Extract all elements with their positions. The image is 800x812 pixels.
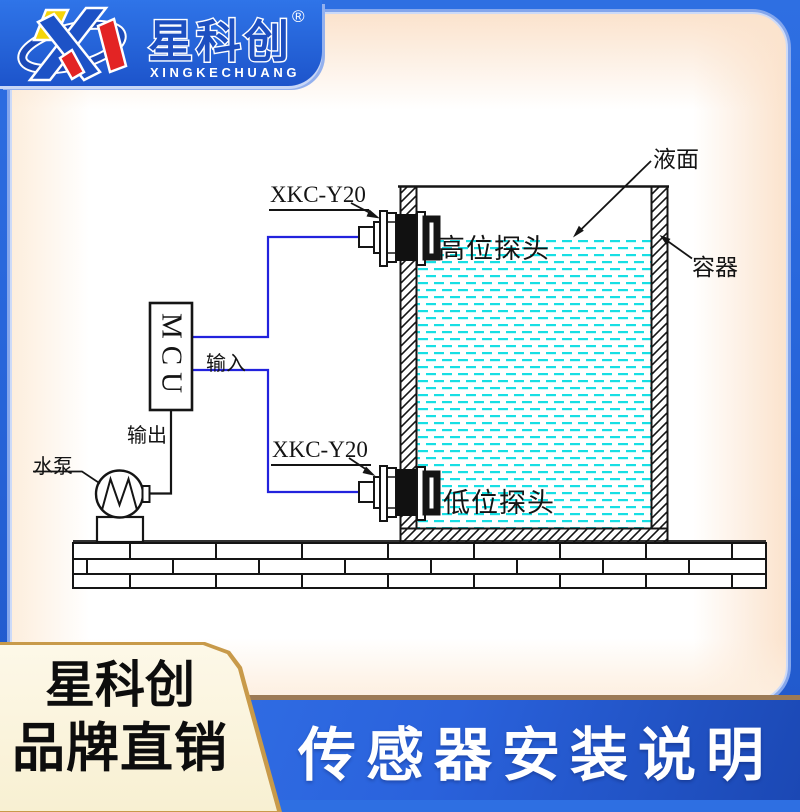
output-label: 输出 <box>127 425 167 447</box>
liquid-surface-label: 液面 <box>653 147 699 172</box>
pump-circle <box>94 469 145 519</box>
low-probe-label: 低位探头 <box>443 488 555 518</box>
arrowhead <box>362 466 376 476</box>
probe-model-label-bottom: XKC-Y20 <box>271 437 371 466</box>
xk-monogram-icon <box>27 6 128 82</box>
badge-line2: 品牌直销 <box>12 719 228 778</box>
pump-label: 水泵 <box>33 456 73 478</box>
mcu-label: MCU <box>155 312 188 401</box>
probe-model-label-top: XKC-Y20 <box>269 182 369 211</box>
annotations <box>348 160 693 476</box>
input-label: 输入 <box>206 353 246 375</box>
wiring <box>149 235 359 495</box>
logo-plate: 星科创 XINGKECHUANG ® <box>0 0 322 86</box>
arrowhead <box>366 209 380 219</box>
pump-leader-line <box>33 470 101 485</box>
pump-connector <box>141 485 151 503</box>
brand-name-en: XINGKECHUANG <box>150 65 300 80</box>
badge-text: 星科创 品牌直销 <box>0 654 240 782</box>
pump-motor-icon <box>101 475 138 511</box>
container-label: 容器 <box>692 255 738 280</box>
tank-liquid <box>417 237 651 528</box>
ground-bricks <box>72 542 767 589</box>
sensor-top <box>358 210 441 267</box>
tank <box>398 185 669 544</box>
wire-bottom-probe <box>192 368 359 494</box>
registered-mark: ® <box>292 7 305 26</box>
pump-base <box>95 515 145 544</box>
arrowhead <box>573 225 584 238</box>
brand-logo: 星科创 XINGKECHUANG ® <box>17 6 305 82</box>
ground <box>72 540 767 589</box>
leader-container <box>663 237 693 260</box>
wire-pump-output <box>149 410 173 495</box>
arrowhead <box>659 235 671 245</box>
leader-liquid-surface <box>577 160 652 234</box>
brand-badge <box>0 645 277 811</box>
brand-name-cn: 星科创 <box>148 16 292 67</box>
water-pump <box>33 469 151 544</box>
wire-top-probe <box>192 235 359 339</box>
badge-line1: 星科创 <box>45 657 195 713</box>
panel-bottom-edge <box>0 695 800 701</box>
banner-title: 传感器安装说明 <box>297 723 774 788</box>
mcu-box <box>148 301 194 412</box>
high-probe-label: 高位探头 <box>438 234 550 264</box>
